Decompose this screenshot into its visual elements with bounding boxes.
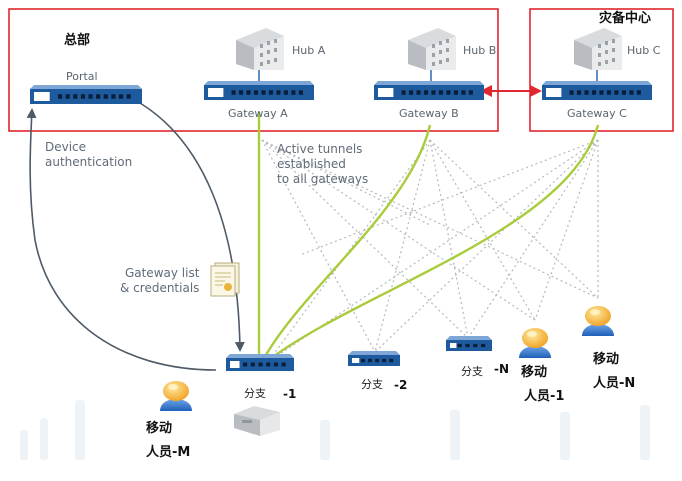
portal-label: Portal [66,70,98,83]
mobile-user-n-line1: 移动 [593,352,620,367]
credentials-document-icon [210,262,240,297]
branch-1-suffix: -1 [283,387,297,401]
hub-c-building-icon [574,28,622,70]
gateway-a-label: Gateway A [228,107,288,120]
gateway-c-appliance-icon [542,81,652,100]
mobile-user-n-icon [582,306,614,336]
mobile-user-m-line2: 人员-M [146,445,191,460]
gateway-c-label: Gateway C [567,107,627,120]
hub-c-label: Hub C [627,44,661,57]
branch-n-suffix: -N [494,362,510,376]
active-tunnels [257,112,600,363]
headquarters-box [8,8,499,132]
branch-n-label: 分支 [461,365,483,378]
hub-b-label: Hub B [463,44,497,57]
background-watermark [20,400,650,460]
branch-2-appliance-icon [348,351,400,366]
gateway-list-arrow [139,102,245,352]
branch-1-appliance-icon [226,354,294,371]
portal-appliance-icon [30,85,142,104]
active-tunnels-annotation: Active tunnels established to all gatewa… [277,142,369,186]
hub-b-building-icon [408,28,456,70]
mobile-user-1-line2: 人员-1 [524,389,565,404]
hub-a-building-icon [236,28,284,70]
mobile-user-n-line2: 人员-N [593,376,636,391]
mobile-user-m-line1: 移动 [146,421,173,436]
branch-n-appliance-icon [446,336,492,351]
device-auth-annotation: Device authentication [45,140,133,169]
disaster-recovery-label: 灾备中心 [599,11,652,26]
mobile-user-1-line1: 移动 [521,365,548,380]
branch-2-label: 分支 [361,378,383,391]
mobile-user-1-icon [519,328,551,358]
mobile-user-m-icon [160,381,192,411]
hub-a-label: Hub A [292,44,326,57]
headquarters-label: 总部 [64,33,91,48]
disaster-recovery-box [529,8,674,132]
gateway-list-annotation: Gateway list & credentials [120,266,200,295]
gateway-b-appliance-icon [374,81,484,100]
branch-1-label: 分支 [244,387,266,400]
device-auth-arrow [26,108,217,371]
gateway-b-label: Gateway B [399,107,459,120]
branch-1-building-icon [234,406,280,436]
gateway-a-appliance-icon [204,81,314,100]
branch-2-suffix: -2 [394,378,408,392]
